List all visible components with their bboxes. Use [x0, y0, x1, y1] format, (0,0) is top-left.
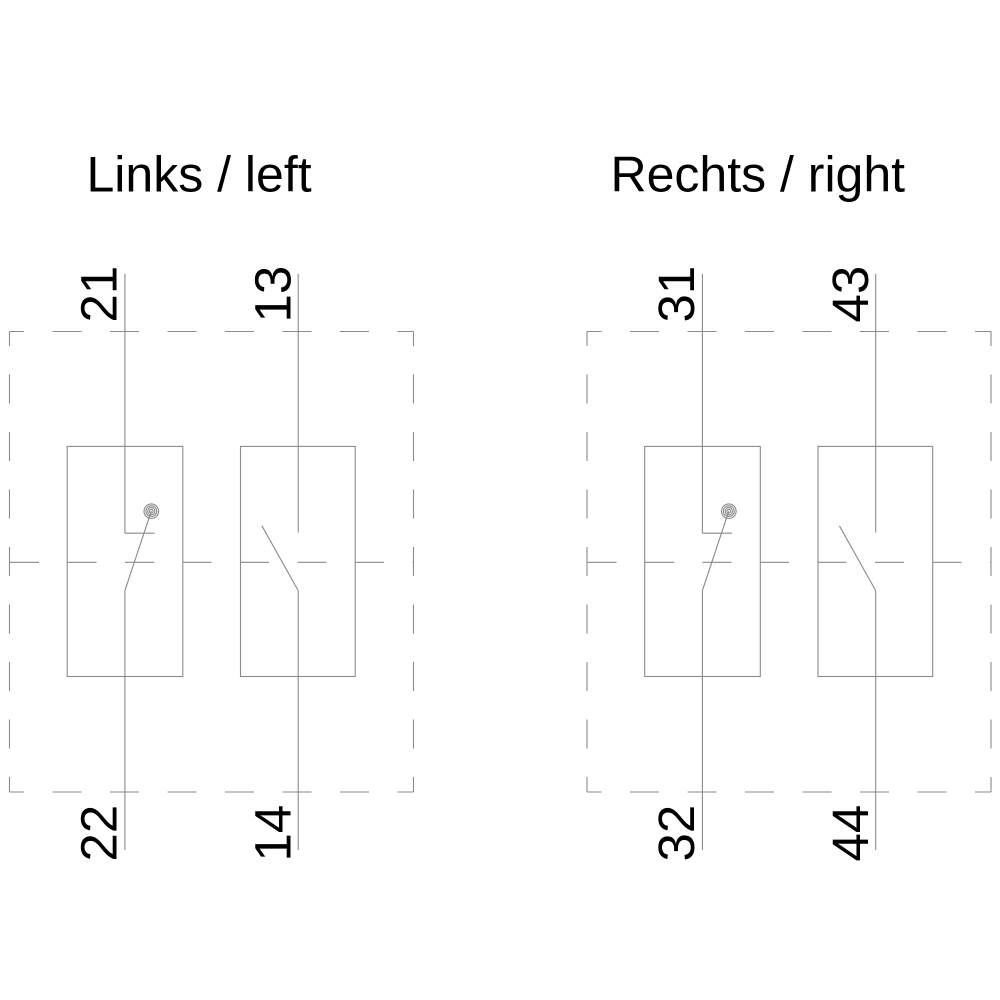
svg-text:13: 13	[245, 266, 302, 323]
svg-text:32: 32	[648, 805, 705, 862]
svg-text:22: 22	[71, 805, 128, 862]
svg-text:Links / left: Links / left	[87, 147, 312, 203]
svg-text:44: 44	[822, 805, 879, 862]
svg-text:31: 31	[648, 266, 705, 323]
svg-text:14: 14	[245, 805, 302, 862]
svg-text:43: 43	[822, 266, 879, 323]
svg-text:Rechts / right: Rechts / right	[611, 147, 906, 203]
svg-text:21: 21	[71, 266, 128, 323]
